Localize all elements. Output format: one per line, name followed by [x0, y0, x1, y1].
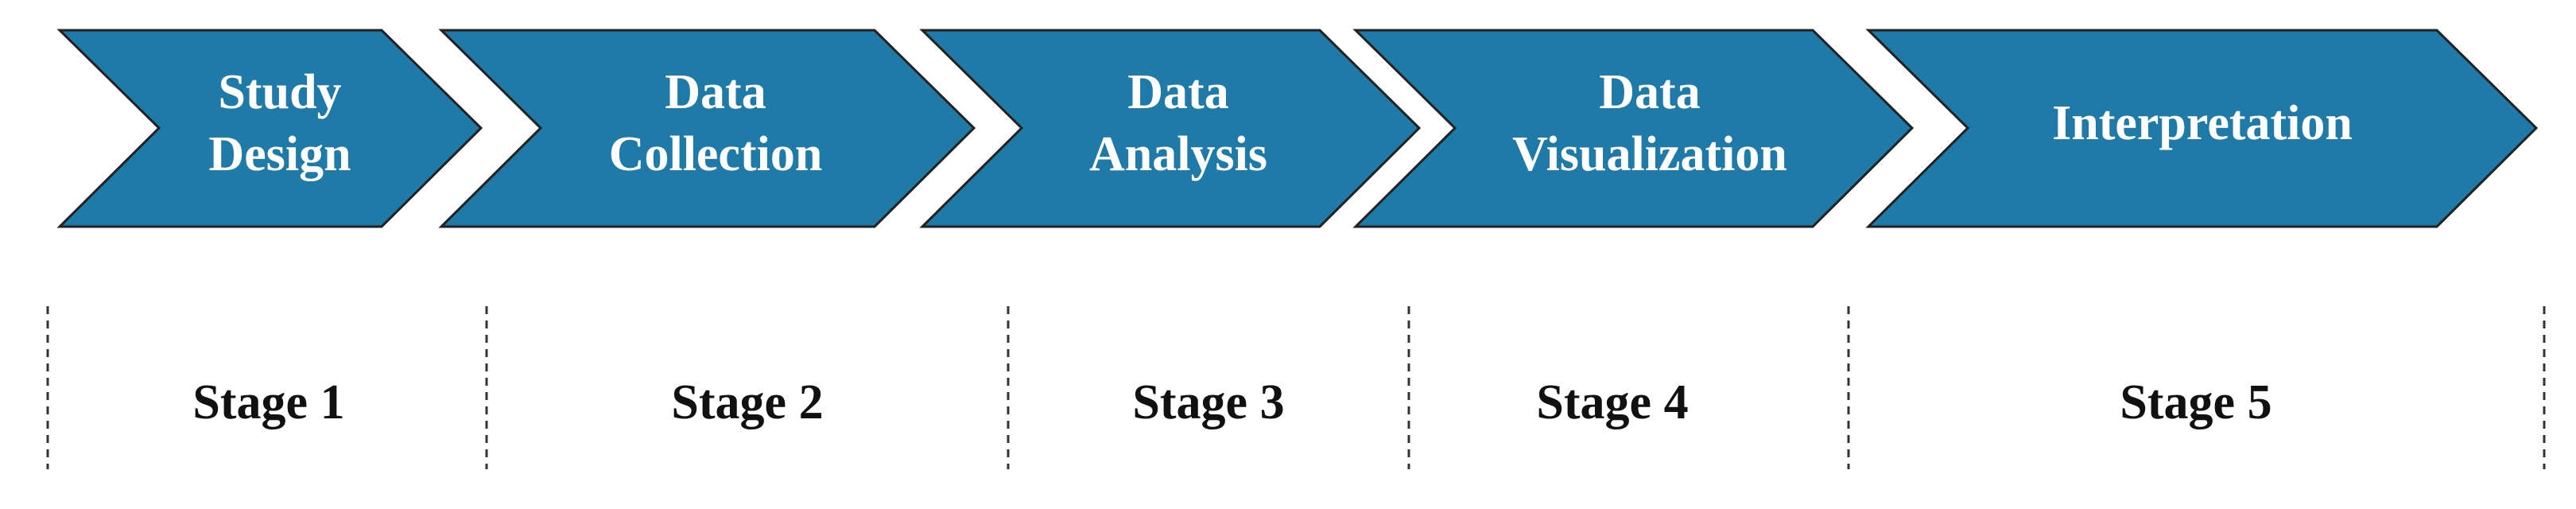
stage-label-3: Stage 3	[1132, 375, 1284, 429]
step-label-line: Study	[218, 65, 341, 119]
stage-label-5: Stage 5	[2120, 375, 2271, 429]
chevron-arrow	[438, 29, 976, 228]
step-label-line: Interpretation	[2052, 96, 2353, 150]
stage-label-2: Stage 2	[671, 375, 823, 429]
stage-dividers	[46, 306, 2546, 469]
stage-label-1: Stage 1	[192, 375, 344, 429]
chevron-arrow	[919, 29, 1422, 228]
step-label-line: Data	[1599, 65, 1700, 119]
stage-label-row: Stage 1 Stage 2 Stage 3 Stage 4 Stage 5	[192, 375, 2271, 429]
stage-label-4: Stage 4	[1536, 375, 1688, 429]
step-label-line: Data	[1127, 65, 1228, 119]
chevron-arrow	[1352, 29, 1915, 228]
chevron-arrow	[56, 29, 483, 228]
step-label-line: Data	[665, 65, 766, 119]
process-step-5: Interpretation	[1865, 29, 2539, 228]
chevron-row: StudyDesignDataCollectionDataAnalysisDat…	[56, 29, 2539, 228]
step-label-line: Design	[208, 127, 351, 181]
step-label-line: Collection	[609, 127, 823, 181]
step-label-line: Visualization	[1512, 127, 1787, 181]
chevron-arrow	[1865, 29, 2539, 228]
step-label-line: Analysis	[1089, 127, 1267, 181]
